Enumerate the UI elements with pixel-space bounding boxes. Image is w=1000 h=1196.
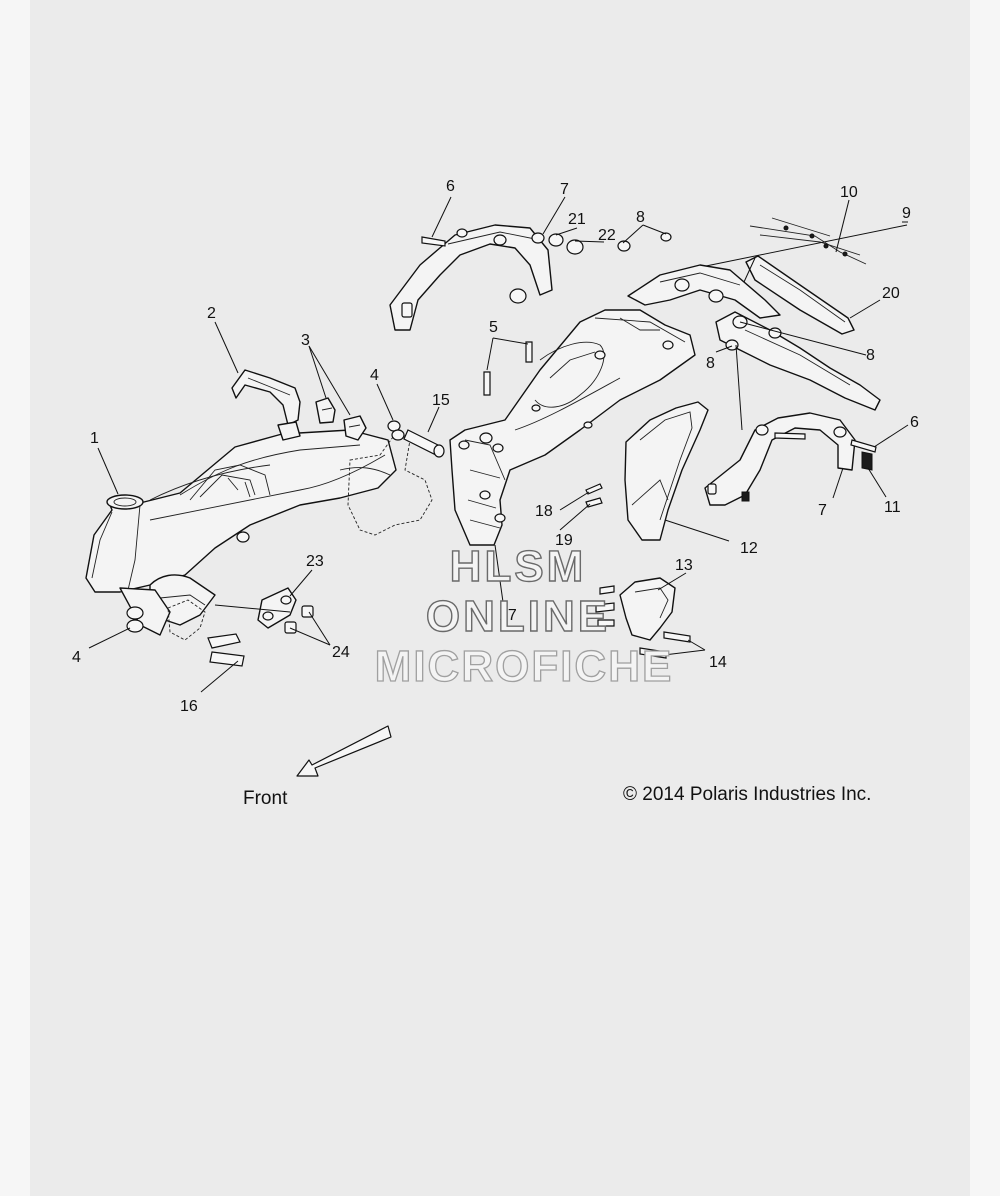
part-7-bracket-upper[interactable] bbox=[389, 224, 553, 331]
callout-19: 19 bbox=[555, 532, 573, 549]
watermark-line-2: ONLINE bbox=[426, 592, 610, 641]
callout-21: 21 bbox=[568, 211, 586, 228]
callout-18: 18 bbox=[535, 503, 553, 520]
callout-8-upper: 8 bbox=[636, 209, 645, 226]
callout-8-mid: 8 bbox=[706, 355, 715, 372]
callout-15: 15 bbox=[432, 392, 450, 409]
copyright-text: © 2014 Polaris Industries Inc. bbox=[623, 784, 871, 805]
callout-24: 24 bbox=[332, 644, 350, 661]
leader-lines bbox=[88, 196, 909, 693]
callout-20: 20 bbox=[882, 285, 900, 302]
callout-9: 9 bbox=[902, 205, 911, 222]
part-22-bushing[interactable] bbox=[566, 239, 584, 255]
part-14-bolts[interactable] bbox=[639, 631, 691, 659]
part-20-rail[interactable] bbox=[745, 255, 855, 335]
callout-13: 13 bbox=[675, 557, 693, 574]
callout-7-lower: 7 bbox=[818, 502, 827, 519]
callout-12: 12 bbox=[740, 540, 758, 557]
part-6-bolt-upper[interactable] bbox=[421, 236, 446, 247]
part-1-front-frame[interactable] bbox=[85, 429, 433, 641]
callout-14: 14 bbox=[709, 654, 727, 671]
part-9-rear-subframe[interactable] bbox=[627, 264, 781, 319]
part-15-pin[interactable] bbox=[403, 429, 445, 458]
callout-23: 23 bbox=[306, 553, 324, 570]
callout-3: 3 bbox=[301, 332, 310, 349]
part-5-bolts[interactable] bbox=[483, 341, 533, 396]
watermark-line-1: HLSM bbox=[450, 542, 587, 591]
part-4-nut-lower[interactable] bbox=[126, 606, 144, 633]
part-8-nuts-upper[interactable] bbox=[617, 232, 672, 252]
callout-7-upper: 7 bbox=[560, 181, 569, 198]
callout-17: 17 bbox=[499, 607, 517, 624]
part-16-pins[interactable] bbox=[207, 633, 245, 667]
callout-22: 22 bbox=[598, 227, 616, 244]
part-3-brackets[interactable] bbox=[315, 397, 367, 441]
part-7-bracket-lower[interactable] bbox=[704, 412, 856, 506]
part-8-rear-body[interactable] bbox=[715, 311, 881, 411]
part-2-clamp[interactable] bbox=[231, 369, 301, 441]
part-19-bolt[interactable] bbox=[585, 497, 603, 508]
callout-10: 10 bbox=[840, 184, 858, 201]
part-17-center-frame[interactable] bbox=[449, 309, 696, 546]
part-6-bolt-lower[interactable] bbox=[774, 432, 877, 453]
part-11-plate[interactable] bbox=[861, 451, 873, 471]
watermark-line-3: MICROFICHE bbox=[375, 642, 674, 691]
part-21-spacer[interactable] bbox=[548, 233, 564, 247]
part-12-battery-box[interactable] bbox=[624, 401, 709, 541]
part-4-nut-upper[interactable] bbox=[387, 420, 405, 441]
callout-16: 16 bbox=[180, 698, 198, 715]
callout-11: 11 bbox=[884, 499, 901, 516]
right-margin bbox=[970, 0, 1000, 1196]
callout-5: 5 bbox=[489, 319, 498, 336]
left-margin bbox=[0, 0, 30, 1196]
callout-6-lower: 6 bbox=[910, 414, 919, 431]
callout-labels: 1 2 3 4 4 5 6 6 7 7 8 8 8 9 10 11 12 13 … bbox=[72, 178, 919, 715]
watermark: HLSM ONLINE MICROFICHE bbox=[374, 541, 674, 691]
callout-2: 2 bbox=[207, 305, 216, 322]
part-13-bracket[interactable] bbox=[595, 577, 676, 641]
callout-8-right: 8 bbox=[866, 347, 875, 364]
part-23-link-plate[interactable] bbox=[257, 587, 297, 629]
callout-6-upper: 6 bbox=[446, 178, 455, 195]
callout-1: 1 bbox=[90, 430, 99, 447]
front-arrow: Front bbox=[243, 725, 392, 809]
part-10-harness[interactable] bbox=[749, 217, 867, 265]
callout-4-lower: 4 bbox=[72, 649, 81, 666]
callout-4-upper: 4 bbox=[370, 367, 379, 384]
front-label: Front bbox=[243, 788, 288, 809]
